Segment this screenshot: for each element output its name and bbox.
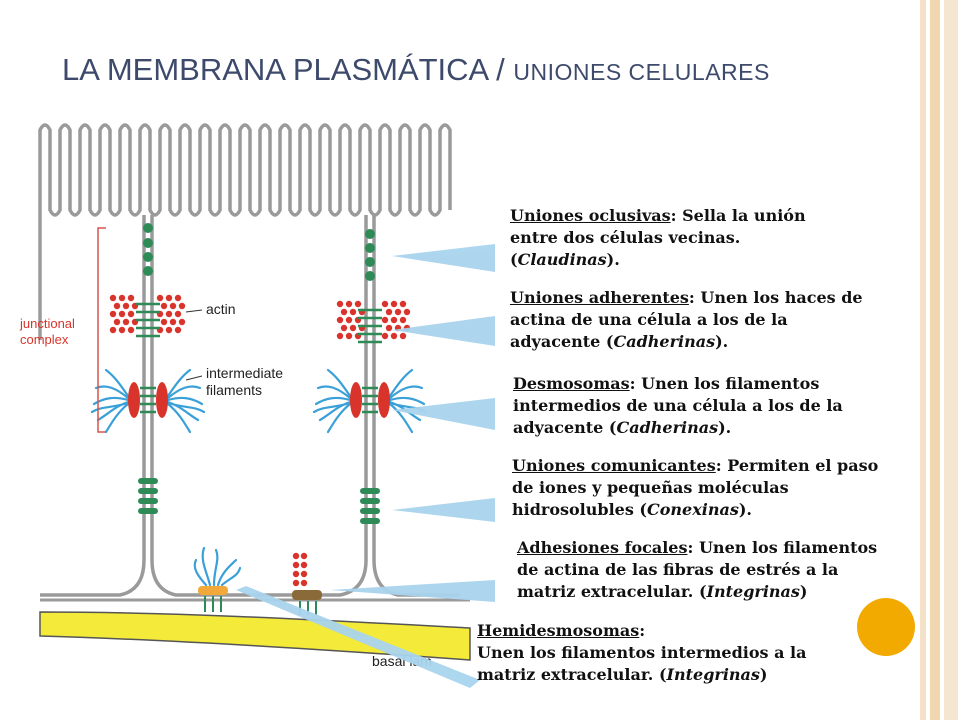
- term-hemidesmosome: Hemidesmosomas: [477, 621, 640, 640]
- desc-line: hidrosolubles (: [512, 500, 647, 519]
- label-complex: complex: [20, 332, 69, 347]
- desc-line: ): [799, 582, 808, 601]
- desc-line: ).: [606, 250, 620, 269]
- desc-line: : Unen los filamentos: [687, 538, 878, 557]
- label-actin: actin: [206, 301, 236, 317]
- term-adherens: Uniones adherentes: [510, 288, 689, 307]
- protein-name: Cadherinas: [616, 418, 719, 437]
- desc-line: matriz extracelular. (: [477, 665, 667, 684]
- desc-line: : Unen los filamentos: [629, 374, 820, 393]
- desc-line: : Permiten el paso: [715, 456, 879, 475]
- desc-line: Unen los filamentos intermedios a la: [477, 643, 807, 662]
- term-gap: Uniones comunicantes: [512, 456, 716, 475]
- desc-line: :: [639, 621, 646, 640]
- junction-adherens: Uniones adherentes: Unen los haces de ac…: [510, 287, 863, 353]
- term-desmosome: Desmosomas: [513, 374, 630, 393]
- desc-line: : Sella la unión: [670, 206, 806, 225]
- junction-tight: Uniones oclusivas: Sella la unión entre …: [510, 205, 806, 271]
- label-intermediate: intermediate: [206, 365, 283, 381]
- desc-line: : Unen los haces de: [688, 288, 863, 307]
- decorative-orange-circle: [857, 598, 915, 656]
- title-main: LA MEMBRANA PLASMÁTICA /: [62, 52, 514, 87]
- protein-name: Integrinas: [706, 582, 800, 601]
- junction-gap: Uniones comunicantes: Permiten el paso d…: [512, 455, 878, 521]
- label-junctional: junctional: [19, 316, 75, 331]
- desc-line: matriz extracelular. (: [517, 582, 707, 601]
- desc-line: adyacente (: [510, 332, 614, 351]
- desc-line: entre dos células vecinas.: [510, 228, 741, 247]
- protein-name: Integrinas: [666, 665, 760, 684]
- desc-line: ).: [718, 418, 732, 437]
- desc-line: intermedios de una célula a los de la: [513, 396, 843, 415]
- protein-name: Cadherinas: [613, 332, 716, 351]
- label-filaments: filaments: [206, 382, 262, 398]
- junction-hemidesmosome: Hemidesmosomas: Unen los filamentos inte…: [477, 620, 806, 686]
- junction-desmosome: Desmosomas: Unen los filamentos intermed…: [513, 373, 843, 439]
- desc-line: ): [759, 665, 768, 684]
- title-sub: UNIONES CELULARES: [513, 59, 770, 85]
- protein-name: Conexinas: [646, 500, 739, 519]
- desc-line: de iones y pequeñas moléculas: [512, 478, 789, 497]
- desc-line: ).: [715, 332, 729, 351]
- protein-name: Claudinas: [517, 250, 607, 269]
- junction-focal-adhesion: Adhesiones focales: Unen los filamentos …: [517, 537, 877, 603]
- cell-junctions-diagram: junctional complex actin intermediate fi…: [19, 123, 495, 688]
- desc-line: de actina de las fibras de estrés a la: [517, 560, 839, 579]
- desc-line: (: [510, 250, 518, 269]
- term-focal-adhesion: Adhesiones focales: [517, 538, 688, 557]
- desc-line: adyacente (: [513, 418, 617, 437]
- desc-line: actina de una célula a los de la: [510, 310, 788, 329]
- decorative-side-stripes: [918, 0, 960, 720]
- desc-line: ).: [738, 500, 752, 519]
- page-title: LA MEMBRANA PLASMÁTICA / UNIONES CELULAR…: [62, 52, 770, 88]
- term-tight: Uniones oclusivas: [510, 206, 671, 225]
